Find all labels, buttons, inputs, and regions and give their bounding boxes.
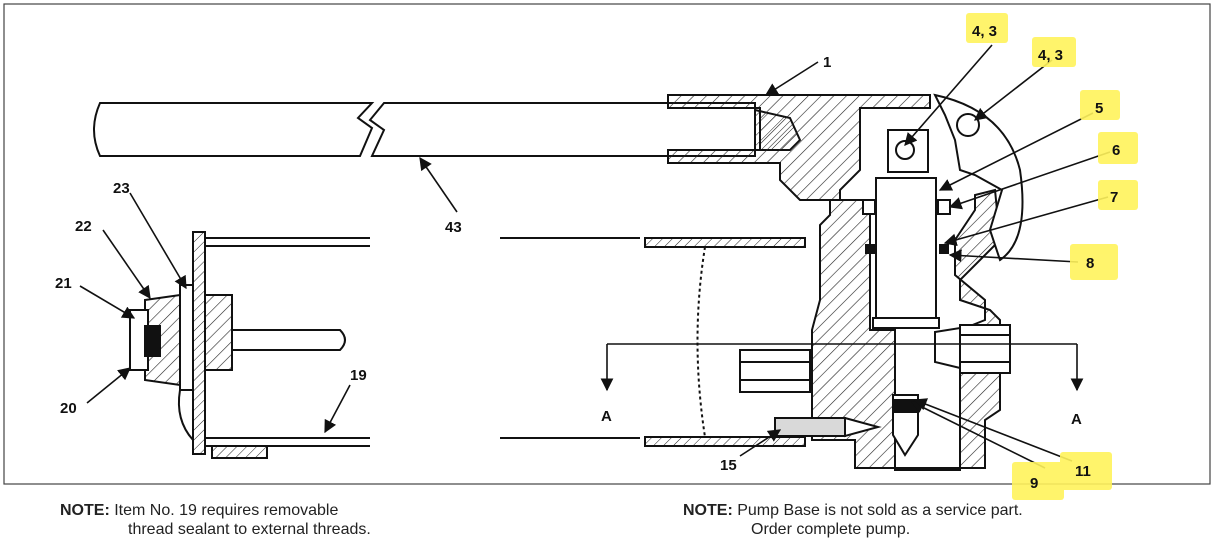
note-left-line2: thread sealant to external threads. [128,521,371,538]
section-line-a-a [600,343,1084,392]
end-cap-assembly [129,231,346,459]
callout-23: 23 [113,180,130,197]
note-right-label: NOTE: [683,502,733,519]
callout-4-3-b: 4, 3 [1038,47,1063,64]
leader-lines [79,44,1111,469]
note-left-label: NOTE: [60,502,110,519]
drawing-frame [3,3,1211,485]
callout-22: 22 [75,218,92,235]
callout-6: 6 [1112,142,1120,159]
callout-5: 5 [1095,100,1103,117]
callout-19: 19 [350,367,367,384]
callout-8: 8 [1086,255,1094,272]
note-left: NOTE: Item No. 19 requires removable thr… [60,501,371,539]
pump-body-part-1 [667,93,1024,471]
note-right-line1: Pump Base is not sold as a service part. [737,502,1023,519]
note-right: NOTE: Pump Base is not sold as a service… [683,501,1023,539]
callout-43: 43 [445,219,462,236]
highlight-marks [966,13,1138,500]
callout-7: 7 [1110,189,1118,206]
callout-1: 1 [823,54,831,71]
callout-20: 20 [60,400,77,417]
note-left-line1: Item No. 19 requires removable [114,502,339,519]
callout-11: 11 [1075,463,1091,480]
callout-9: 9 [1030,475,1038,492]
section-mark-left: A [601,408,612,425]
handle-part-43 [93,102,802,157]
callout-15: 15 [720,457,737,474]
pin-part-15 [774,417,846,437]
section-mark-right: A [1071,411,1082,428]
callout-21: 21 [55,275,72,292]
callout-4-3-a: 4, 3 [972,23,997,40]
note-right-line2: Order complete pump. [751,521,911,538]
